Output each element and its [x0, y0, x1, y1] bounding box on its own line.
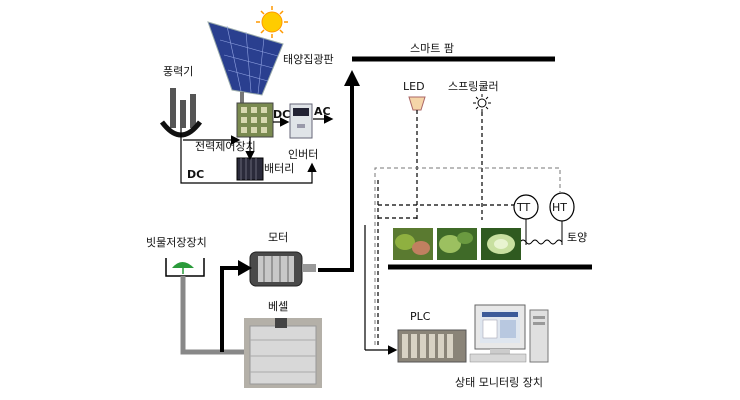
inverter-icon: [289, 103, 313, 139]
tt-sensor-icon: [513, 194, 539, 245]
rain-storage-label: 빗물저장장치: [146, 236, 207, 249]
sensor-dashed-line-1: [378, 204, 526, 215]
battery-label: 배터리: [264, 162, 294, 175]
plc-label: PLC: [410, 310, 431, 323]
inverter-label: 인버터: [288, 148, 318, 161]
monitoring-label: 상태 모니터링 장치: [455, 376, 543, 389]
vessel-label: 베셀: [268, 300, 288, 313]
battery-icon: [236, 157, 264, 181]
solar-label: 태양집광판: [283, 53, 334, 66]
soil-wave-line: [519, 239, 563, 245]
motor-label: 모터: [268, 231, 288, 244]
sprinkler-label: 스프링쿨러: [448, 80, 499, 93]
motor-farm-line: [318, 86, 354, 272]
ht-sensor-icon: [549, 192, 575, 245]
computer-monitor-icon: [469, 304, 549, 363]
crop-plants-image: [393, 228, 521, 260]
rain-vessel-pipe: [180, 276, 246, 355]
ht-label: HT: [552, 201, 567, 214]
sprinkler-icon: [473, 94, 491, 112]
sun-icon: [256, 6, 288, 38]
dc-bus-line: [180, 128, 317, 184]
controller-label: 전력제어장치: [195, 140, 256, 153]
smart-farm-label: 스마트 팜: [410, 42, 454, 55]
wind-label: 풍력기: [163, 65, 193, 78]
vessel-motor-arrowhead: [238, 260, 252, 276]
motor-icon: [249, 251, 316, 287]
vessel-motor-line: [220, 266, 238, 352]
led-lamp-icon: [408, 96, 426, 111]
dc-top-label: DC: [273, 108, 290, 121]
led-label: LED: [403, 80, 425, 93]
plc-device-icon: [397, 329, 467, 363]
rainwater-tank-icon: [165, 258, 205, 277]
solar-panel-icon: [207, 21, 284, 104]
power-controller-icon: [236, 102, 274, 138]
tt-label: TT: [516, 201, 531, 214]
dc-bottom-label: DC: [187, 168, 204, 181]
plc-control-dashed-grey: [374, 167, 561, 345]
motor-farm-arrowhead: [344, 70, 360, 86]
wind-turbine-icon: [159, 88, 203, 138]
soil-label: 토양: [567, 231, 587, 244]
ac-label: AC: [314, 105, 331, 118]
vessel-tank-image: [244, 318, 322, 388]
